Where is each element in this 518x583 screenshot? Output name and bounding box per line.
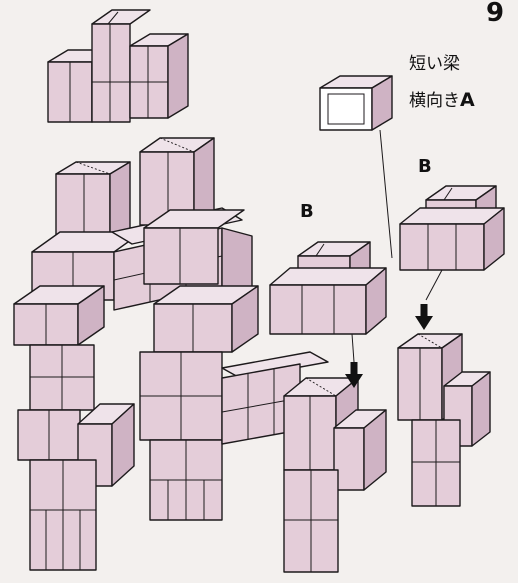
center-tower bbox=[139, 137, 259, 521]
left-tower bbox=[13, 161, 143, 571]
step-number: 9 bbox=[486, 0, 505, 28]
part-a-label-line1: 短い梁 bbox=[409, 54, 460, 74]
part-a-letter: A bbox=[460, 89, 475, 111]
far-right-pillar bbox=[397, 333, 491, 507]
part-b-right-letter: B bbox=[418, 156, 432, 177]
top-block bbox=[47, 9, 189, 123]
part-a-orientation: 横向き bbox=[409, 91, 460, 111]
part-b-left-letter: B bbox=[300, 201, 314, 222]
part-b-right bbox=[399, 185, 505, 330]
lower-beam bbox=[221, 351, 329, 445]
part-a-beam bbox=[319, 75, 393, 259]
right-tower bbox=[283, 377, 387, 573]
part-a-label-line2: 横向きA bbox=[409, 86, 475, 111]
part-b-left bbox=[269, 241, 387, 388]
